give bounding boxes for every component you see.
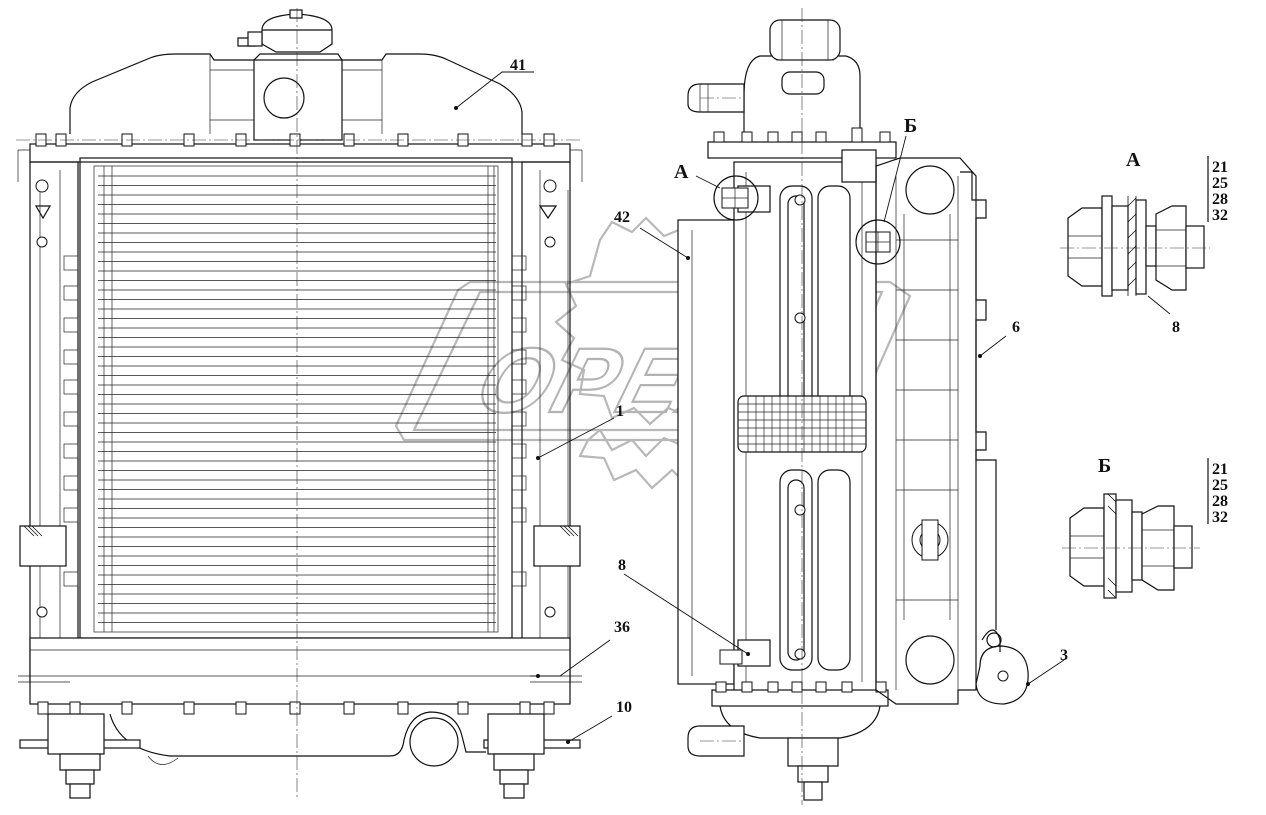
detail-b-marker-circle — [855, 219, 901, 265]
left-side-bracket — [19, 525, 67, 567]
callout-41: 41 — [510, 57, 526, 74]
hose-ribs — [738, 396, 866, 452]
lower-outlet-pipe — [687, 725, 745, 757]
detail-a-bolt-head — [1067, 207, 1103, 287]
side-view — [677, 8, 1029, 805]
bottom-flange-bolts — [37, 701, 555, 715]
side-filler-cap — [769, 19, 841, 61]
side-mount-foot — [787, 737, 839, 767]
callout-6: 6 — [1012, 319, 1020, 336]
detail-a-marker-circle — [713, 175, 759, 221]
detail-b-part-1: 21 — [1212, 461, 1228, 478]
side-support-bracket — [875, 157, 977, 705]
detail-a-part-3: 28 — [1212, 191, 1228, 208]
callout-10: 10 — [616, 699, 632, 716]
watermark-frame — [394, 280, 912, 442]
filler-neck — [253, 59, 343, 141]
bottom-tank — [29, 637, 571, 705]
filler-neck-round — [263, 77, 305, 119]
detail-b-bolt-head — [1069, 507, 1105, 587]
top-flange — [29, 143, 571, 163]
detail-a-part-1: 21 — [1212, 159, 1228, 176]
detail-a-view: А 21 25 28 32 — [1060, 149, 1228, 297]
detail-b-part-3: 28 — [1212, 493, 1228, 510]
callout-1: 1 — [616, 403, 624, 420]
detail-a-callout-8: 8 — [1172, 319, 1180, 336]
side-fin-tabs — [63, 255, 527, 587]
mounting-strap — [960, 171, 997, 630]
detail-a-plate-hatch — [1127, 196, 1137, 296]
detail-b-part-4: 32 — [1212, 509, 1228, 526]
detail-b-washer-hatch — [1107, 493, 1117, 599]
detail-b-part-2: 25 — [1212, 477, 1228, 494]
callout-labels: 41 42 1 36 10 8 6 3 А Б 8 — [510, 57, 1180, 716]
callout-8: 8 — [618, 557, 626, 574]
callout-36: 36 — [614, 619, 630, 636]
fan-shroud — [677, 219, 735, 685]
detail-a-part-4: 32 — [1212, 207, 1228, 224]
detail-b-title: Б — [1098, 455, 1111, 477]
callout-3: 3 — [1060, 647, 1068, 664]
view-b-marker: Б — [904, 115, 917, 137]
detail-b-view: Б 21 25 28 32 — [1062, 455, 1228, 599]
callout-42: 42 — [614, 209, 630, 226]
tensioner-bracket — [981, 629, 1001, 652]
detail-a-part-2: 25 — [1212, 175, 1228, 192]
side-lower-bracket — [737, 639, 771, 667]
leader-lines — [454, 71, 1171, 744]
front-view — [16, 8, 583, 800]
detail-a-title: А — [1126, 149, 1141, 171]
view-a-marker: А — [674, 161, 689, 183]
side-bracket-top — [841, 149, 877, 183]
side-bottom-bolts — [715, 681, 887, 693]
top-tank — [69, 53, 523, 134]
radiator-core — [79, 157, 513, 639]
upper-inlet-pipe — [687, 83, 745, 113]
side-top-bolts — [713, 127, 891, 143]
right-side-bracket — [533, 525, 581, 567]
